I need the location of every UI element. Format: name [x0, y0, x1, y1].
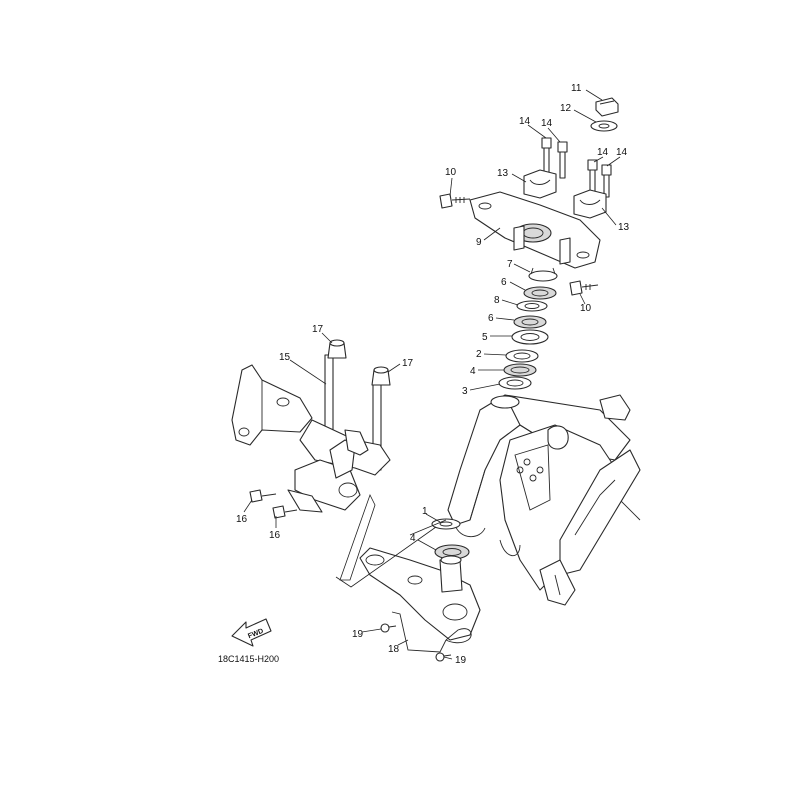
frame-head-pipe — [447, 394, 641, 606]
callout-16: 16 — [236, 514, 248, 525]
bracket-bolt-left — [439, 193, 471, 209]
ring-nut-lower — [513, 315, 547, 329]
callout-6: 6 — [488, 313, 494, 324]
steering-stem-nut — [595, 97, 619, 117]
callout-19: 19 — [455, 655, 467, 666]
handlebar-holder-bolts — [541, 137, 612, 198]
bearing-race-lower — [498, 376, 532, 390]
callout-4: 4 — [470, 366, 476, 377]
brake-hose-guide — [391, 611, 472, 653]
callout-7: 7 — [507, 259, 513, 270]
callout-leader-lines — [243, 89, 621, 660]
ring-nut-upper — [523, 286, 557, 300]
callout-18: 18 — [388, 644, 400, 655]
bracket-bolt-right — [569, 280, 599, 296]
screws — [380, 623, 452, 662]
washer — [590, 120, 618, 132]
lower-bracket — [359, 547, 481, 641]
callout-9: 9 — [476, 237, 482, 248]
handlebar-holders — [523, 169, 607, 219]
callout-1: 1 — [422, 506, 428, 517]
callout-13: 13 — [618, 222, 630, 233]
callout-labels: 11 12 14 14 14 14 13 13 10 10 9 7 6 8 6 … — [236, 83, 630, 666]
callout-14: 14 — [541, 118, 553, 129]
bracket-mount-bolts — [249, 489, 298, 519]
assembly-guide-lines — [335, 493, 447, 588]
callout-6: 6 — [501, 277, 507, 288]
upper-bracket — [469, 191, 601, 269]
callout-10: 10 — [445, 167, 457, 178]
callout-19: 19 — [352, 629, 364, 640]
bearing-cover — [511, 329, 549, 345]
bearing-race-upper — [505, 349, 539, 363]
callout-14: 14 — [597, 147, 609, 158]
handlebar-bracket — [231, 339, 391, 513]
callout-12: 12 — [560, 103, 572, 114]
callout-14: 14 — [616, 147, 628, 158]
callout-17: 17 — [402, 358, 414, 369]
callout-16: 16 — [269, 530, 281, 541]
callout-2: 2 — [476, 349, 482, 360]
fwd-arrow-icon: FWD — [231, 618, 272, 647]
callout-11: 11 — [571, 83, 582, 94]
ball-bearing-upper — [503, 363, 537, 377]
callout-13: 13 — [497, 168, 509, 179]
callout-8: 8 — [494, 295, 500, 306]
callout-10: 10 — [580, 303, 592, 314]
callout-5: 5 — [482, 332, 488, 343]
rubber-washer — [516, 300, 548, 312]
callout-17: 17 — [312, 324, 324, 335]
callout-15: 15 — [279, 352, 291, 363]
lock-washer — [528, 267, 558, 282]
callout-14: 14 — [519, 116, 531, 127]
callout-3: 3 — [462, 386, 468, 397]
callout-4: 4 — [410, 533, 416, 544]
drawing-code: 18C1415-H200 — [218, 654, 279, 664]
